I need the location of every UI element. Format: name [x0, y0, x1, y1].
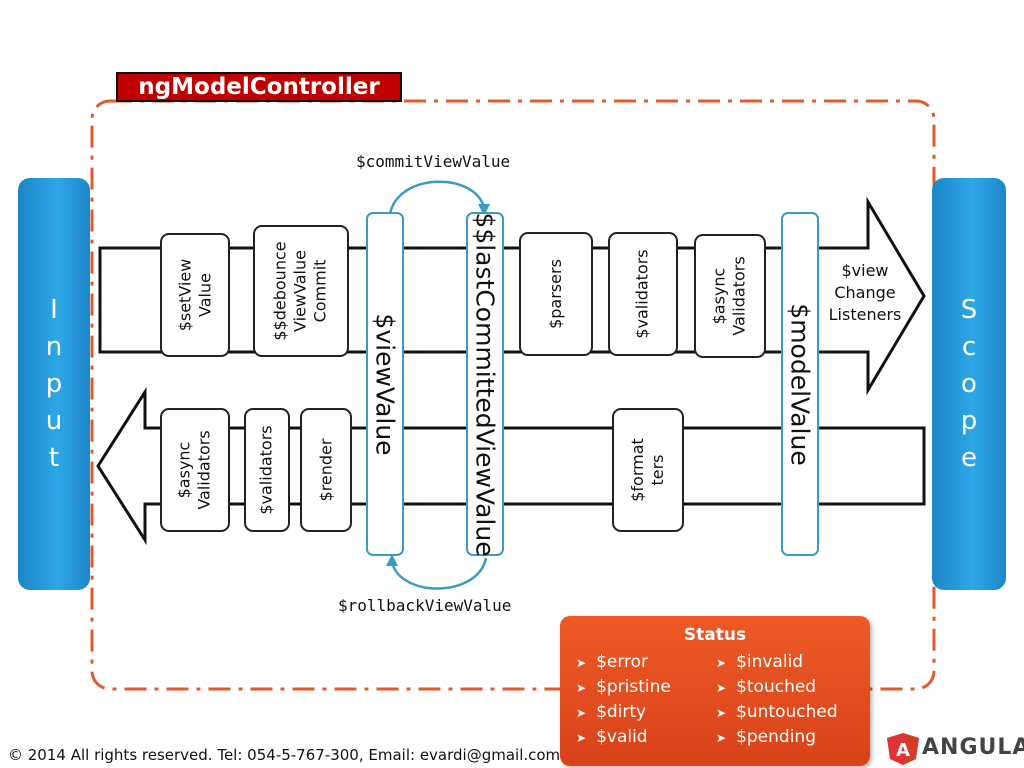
status-item-label: $dirty: [596, 702, 647, 722]
lastcommitted-pillar: $$lastCommittedViewValue: [466, 212, 504, 556]
checkmark-icon: ➤: [716, 656, 727, 670]
status-item: ➤ $valid: [576, 725, 671, 750]
checkmark-icon: ➤: [716, 706, 727, 720]
render-label: $render: [316, 438, 335, 502]
setviewvalue-box: $setView Value: [160, 233, 230, 357]
checkmark-icon: ➤: [716, 731, 727, 745]
viewvalue-pillar: $viewValue: [366, 212, 404, 556]
status-item-label: $untouched: [736, 702, 838, 722]
footer-copyright: © 2014 All rights reserved. Tel: 054-5-7…: [8, 746, 561, 764]
rollback-label: $rollbackViewValue: [338, 596, 512, 615]
modelvalue-label: $modelValue: [785, 302, 815, 466]
formatters-label: $format ters: [628, 438, 667, 502]
scope-label: S c o p e: [960, 294, 978, 473]
validators-box: $validators: [608, 232, 678, 356]
status-item: ➤ $invalid: [716, 650, 838, 675]
angularjs-shield-icon: A: [887, 733, 919, 765]
back-validators-label: $validators: [257, 425, 276, 515]
back-validators-box: $validators: [244, 408, 290, 532]
scope-panel: S c o p e: [932, 178, 1006, 590]
lastcommitted-label: $$lastCommittedViewValue: [470, 211, 500, 557]
checkmark-icon: ➤: [576, 681, 587, 695]
status-item-label: $touched: [736, 677, 817, 697]
async-validators-box: $async Validators: [694, 234, 766, 358]
commit-arrow: [388, 180, 486, 215]
validators-label: $validators: [633, 249, 652, 339]
input-label: I n p u t: [45, 294, 63, 473]
render-box: $render: [300, 408, 352, 532]
status-item-label: $valid: [596, 727, 648, 747]
status-item-label: $error: [596, 652, 649, 672]
status-list-left: ➤ $error ➤ $pristine ➤ $dirty ➤ $valid: [576, 650, 671, 750]
status-panel: Status ➤ $error ➤ $pristine ➤ $dirty ➤ $vali…: [560, 616, 870, 766]
setviewvalue-label: $setView Value: [175, 258, 215, 332]
debounce-box: $$debounce ViewValue Commit: [253, 225, 349, 357]
status-item-label: $pristine: [596, 677, 671, 697]
checkmark-icon: ➤: [576, 656, 587, 670]
page-title: ngModelController: [116, 72, 402, 102]
status-item: ➤ $pending: [716, 725, 838, 750]
commit-label: $commitViewValue: [356, 152, 511, 171]
status-item: ➤ $touched: [716, 675, 838, 700]
status-list-right: ➤ $invalid ➤ $touched ➤ $untouched ➤ $pendin…: [716, 650, 838, 750]
back-async-validators-label: $async Validators: [175, 430, 214, 510]
back-async-validators-box: $async Validators: [160, 408, 230, 532]
status-title: Status: [683, 625, 747, 645]
checkmark-icon: ➤: [576, 731, 587, 745]
status-item-label: $invalid: [736, 652, 804, 672]
status-item: ➤ $pristine: [576, 675, 671, 700]
async-validators-label: $async Validators: [710, 256, 749, 336]
rollback-arrow: [390, 557, 488, 590]
input-panel: I n p u t: [18, 178, 90, 590]
parsers-label: $parsers: [546, 259, 565, 329]
svg-text:A: A: [896, 740, 910, 761]
formatters-box: $format ters: [612, 408, 684, 532]
checkmark-icon: ➤: [576, 706, 587, 720]
parsers-box: $parsers: [519, 232, 593, 356]
status-item: ➤ $error: [576, 650, 671, 675]
checkmark-icon: ➤: [716, 681, 727, 695]
status-item-label: $pending: [736, 727, 816, 747]
status-item: ➤ $untouched: [716, 700, 838, 725]
angularjs-logo: ANGULARJS: [922, 735, 1024, 760]
listeners-text: $view Change Listeners: [828, 261, 902, 324]
status-item: ➤ $dirty: [576, 700, 671, 725]
modelvalue-pillar: $modelValue: [781, 212, 819, 556]
viewvalue-label: $viewValue: [370, 312, 400, 456]
listeners-label: $view Change Listeners: [820, 260, 910, 326]
debounce-label: $$debounce ViewValue Commit: [271, 241, 331, 341]
